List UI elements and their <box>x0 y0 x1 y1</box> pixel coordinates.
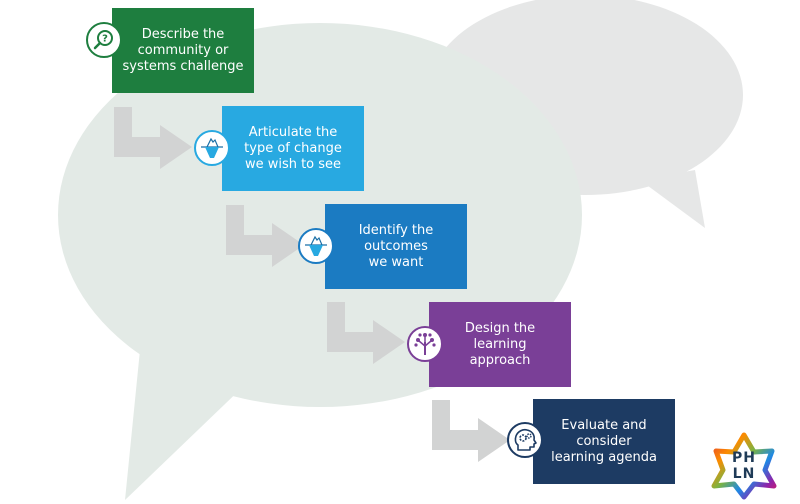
logo-text-line1: PH <box>732 450 756 466</box>
head-gears-icon <box>507 422 543 458</box>
step-2-label: Articulate the type of change we wish to… <box>244 124 342 172</box>
step-box-4: Design the learning approach <box>429 302 571 387</box>
logo-text-line2: LN <box>732 466 756 482</box>
flow-arrow-3 <box>327 302 405 364</box>
step-5-label: Evaluate and consider learning agenda <box>551 417 657 465</box>
phln-logo: PH LN <box>708 432 780 500</box>
iceberg-icon <box>298 228 334 264</box>
step-4-label: Design the learning approach <box>464 320 536 368</box>
flow-arrow-2 <box>226 205 304 267</box>
step-box-3: Identify the outcomes we want <box>325 204 467 289</box>
tree-network-icon <box>407 326 443 362</box>
step-box-2: Articulate the type of change we wish to… <box>222 106 364 191</box>
svg-text:?: ? <box>102 34 108 45</box>
iceberg-icon <box>194 130 230 166</box>
step-3-label: Identify the outcomes we want <box>358 222 434 270</box>
flow-arrow-1 <box>114 107 192 169</box>
logo-star-mark <box>711 432 777 500</box>
step-1-label: Describe the community or systems challe… <box>122 26 244 74</box>
flow-arrow-4 <box>432 400 510 462</box>
magnifier-question-icon: ? <box>86 22 122 58</box>
step-box-1: Describe the community or systems challe… <box>112 8 254 93</box>
step-box-5: Evaluate and consider learning agenda <box>533 399 675 484</box>
